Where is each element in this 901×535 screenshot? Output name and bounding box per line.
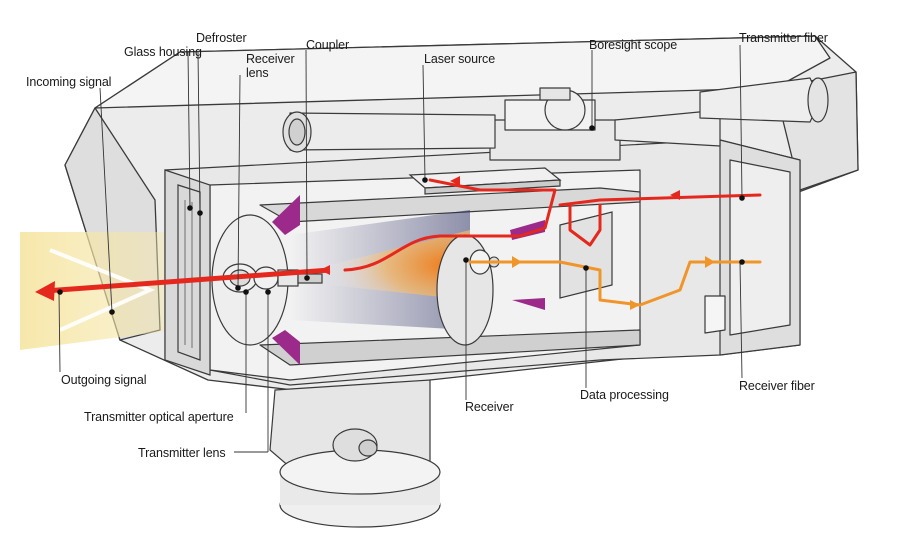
leader-lines xyxy=(58,44,743,453)
label-boresight-scope: Boresight scope xyxy=(589,38,678,52)
label-data-processing: Data processing xyxy=(580,388,669,402)
label-outgoing-signal: Outgoing signal xyxy=(61,373,147,387)
orange-signal-path xyxy=(468,260,762,307)
receiver-cone xyxy=(330,230,470,300)
label-incoming-signal: Incoming signal xyxy=(26,75,112,89)
outgoing-beam xyxy=(44,267,331,294)
glass-panel xyxy=(164,169,211,376)
magenta-trim xyxy=(272,195,545,365)
label-coupler: Coupler xyxy=(306,38,350,52)
label-transmitter-fiber: Transmitter fiber xyxy=(739,31,828,45)
label-receiver: Receiver xyxy=(465,400,514,414)
leader-dots xyxy=(57,125,745,315)
label-transmitter-optical-aperture: Transmitter optical aperture xyxy=(84,410,234,424)
label-receiver-lens: Receiver lens xyxy=(246,52,295,80)
orange-arrowheads xyxy=(512,256,715,310)
red-signal-path xyxy=(343,178,762,272)
label-defroster: Defroster xyxy=(196,31,247,45)
label-laser-source: Laser source xyxy=(424,52,496,66)
mount xyxy=(269,379,441,528)
boresight-scope xyxy=(282,77,829,161)
label-transmitter-lens: Transmitter lens xyxy=(138,446,226,460)
incoming-beam xyxy=(20,232,175,350)
label-glass-housing: Glass housing xyxy=(124,45,202,59)
label-receiver-fiber: Receiver fiber xyxy=(739,379,815,393)
